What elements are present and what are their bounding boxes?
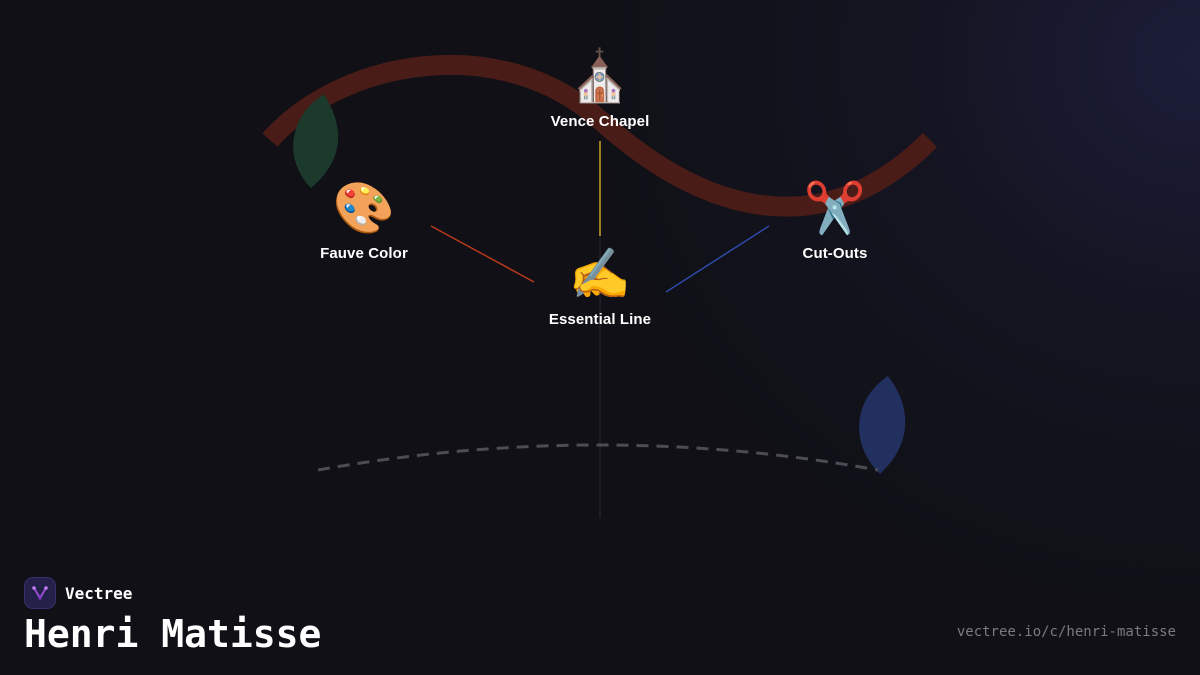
- brush-arc: [262, 54, 938, 217]
- node-label: Vence Chapel: [550, 113, 650, 130]
- node-vence-chapel[interactable]: ⛪ Vence Chapel: [500, 46, 700, 130]
- leaf-blue: [859, 376, 906, 474]
- palette-icon: 🎨: [332, 179, 396, 237]
- church-icon: ⛪: [568, 47, 632, 105]
- edge-left: [430, 225, 535, 283]
- scissors-icon: ✂️: [803, 179, 867, 237]
- node-label: Cut-Outs: [802, 245, 868, 262]
- writing-hand-icon: ✍️: [568, 245, 632, 303]
- brand[interactable]: Vectree: [24, 577, 132, 609]
- node-label: Essential Line: [548, 311, 652, 328]
- edge-right: [665, 225, 770, 293]
- vectree-logo-icon: [24, 577, 56, 609]
- page-title: Henri Matisse: [24, 612, 322, 656]
- node-essential-line[interactable]: ✍️ Essential Line: [500, 244, 700, 328]
- node-fauve-color[interactable]: 🎨 Fauve Color: [264, 178, 464, 262]
- leaf-green: [293, 94, 339, 188]
- brand-name: Vectree: [65, 583, 133, 603]
- dashed-arc: [317, 443, 879, 472]
- node-cut-outs[interactable]: ✂️ Cut-Outs: [735, 178, 935, 262]
- page-url[interactable]: vectree.io/c/henri-matisse: [956, 624, 1176, 640]
- node-label: Fauve Color: [320, 245, 408, 262]
